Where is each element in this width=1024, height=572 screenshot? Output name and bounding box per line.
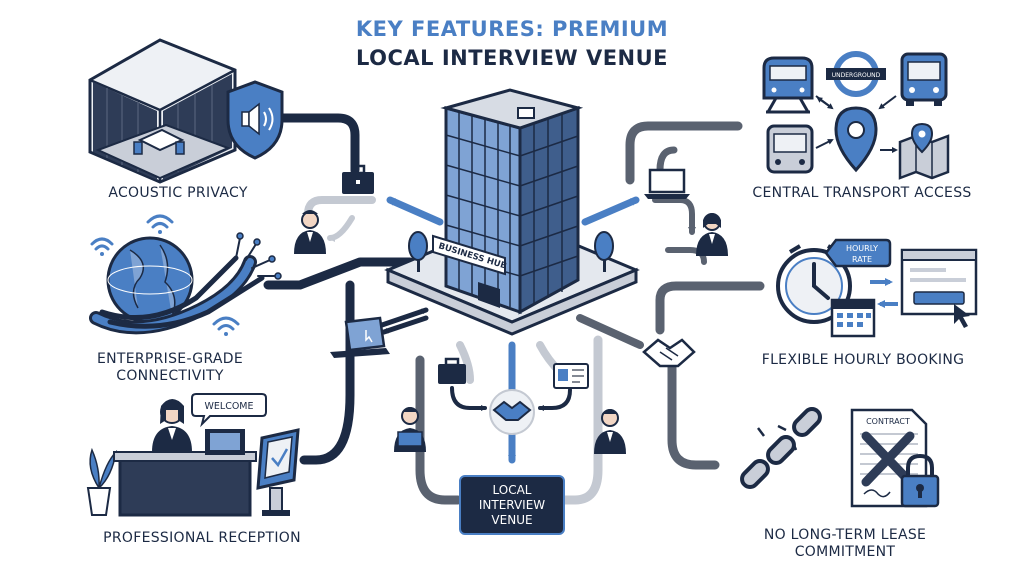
underground-roundel-icon: UNDERGROUND	[826, 51, 886, 97]
label-no-lease-line1: NO LONG-TERM LEASE	[763, 527, 927, 543]
person-icon	[696, 213, 728, 256]
wifi-icon	[146, 214, 174, 234]
wifi-icon	[90, 237, 114, 256]
transport-arrows	[815, 95, 898, 153]
arrow-to-venue-right	[558, 335, 603, 505]
venue-box-line2: INTERVIEW	[479, 498, 545, 512]
label-central-transport: CENTRAL TRANSPORT ACCESS	[752, 185, 972, 201]
contract-text: CONTRACT	[866, 417, 910, 426]
flow-arrows	[263, 113, 765, 505]
bus-icon	[900, 52, 948, 106]
booking-arrows	[870, 278, 898, 308]
handshake-icon	[642, 338, 696, 368]
title-line-1: KEY FEATURES: PREMIUM	[355, 17, 669, 41]
cable-bundle-icon	[89, 232, 282, 335]
hourly-rate-line2: RATE	[852, 255, 872, 264]
shield-speaker-icon	[226, 80, 284, 160]
welcome-bubble: WELCOME	[191, 393, 267, 428]
label-no-lease-line2: COMMITMENT	[794, 544, 896, 560]
hourly-rate-line1: HOURLY	[846, 244, 878, 253]
train-icon	[762, 56, 814, 114]
map-icon	[898, 122, 950, 180]
venue-box-line1: LOCAL	[493, 483, 532, 497]
person-icon	[294, 210, 326, 254]
broken-chain-icon	[740, 407, 822, 489]
laptop-icon	[644, 168, 690, 199]
padlock-icon	[900, 453, 940, 508]
arrow-hub-to-laptop	[381, 315, 429, 335]
tree-icon	[408, 231, 428, 272]
label-acoustic-privacy: ACOUSTIC PRIVACY	[108, 185, 248, 201]
globe-icon	[106, 236, 194, 324]
arrow-hub-blue-left	[386, 196, 444, 226]
arrow-to-connectivity	[352, 285, 395, 300]
label-flexible-booking: FLEXIBLE HOURLY BOOKING	[761, 352, 965, 368]
business-hub-building: BUSINESS HUB	[384, 88, 640, 336]
map-pin-icon	[834, 106, 878, 173]
reception-desk-icon	[113, 399, 257, 517]
handshake-icon	[489, 389, 535, 435]
arrow-to-venue-left	[415, 355, 463, 505]
tree-icon	[594, 231, 614, 272]
wifi-icon	[212, 316, 240, 336]
label-professional-reception: PROFESSIONAL RECEPTION	[103, 530, 301, 546]
arrow-hub-to-handshake	[576, 314, 644, 349]
calendar-icon	[830, 298, 876, 338]
laptop-icon	[330, 316, 390, 358]
briefcase-icon	[342, 164, 374, 194]
arrow-to-lease	[667, 355, 720, 470]
hourly-rate-tag: HOURLY RATE	[824, 238, 892, 268]
briefcase-icon	[438, 357, 466, 384]
arrow-to-transport	[625, 121, 743, 185]
arrow-light-lower-center	[456, 341, 474, 384]
bus-icon	[766, 124, 814, 174]
clock-icon	[776, 244, 852, 324]
welcome-text: WELCOME	[205, 401, 254, 412]
venue-box-line3: VENUE	[491, 513, 532, 527]
kiosk-icon	[256, 428, 300, 516]
plant-icon	[86, 447, 118, 516]
person-icon	[394, 407, 426, 452]
label-connectivity-line2: CONNECTIVITY	[116, 368, 224, 384]
id-card-icon	[553, 363, 589, 389]
browser-window-icon	[900, 248, 978, 328]
title-line-2: LOCAL INTERVIEW VENUE	[355, 46, 669, 70]
local-interview-venue-box: LOCAL INTERVIEW VENUE	[459, 475, 565, 535]
person-icon	[594, 409, 626, 454]
label-connectivity-line1: ENTERPRISE-GRADE	[96, 351, 244, 367]
acoustic-room-icon	[88, 38, 237, 184]
underground-text: UNDERGROUND	[832, 72, 881, 79]
arrow-hub-blue-right	[581, 196, 640, 226]
arrow-to-acoustic-privacy	[278, 113, 360, 175]
